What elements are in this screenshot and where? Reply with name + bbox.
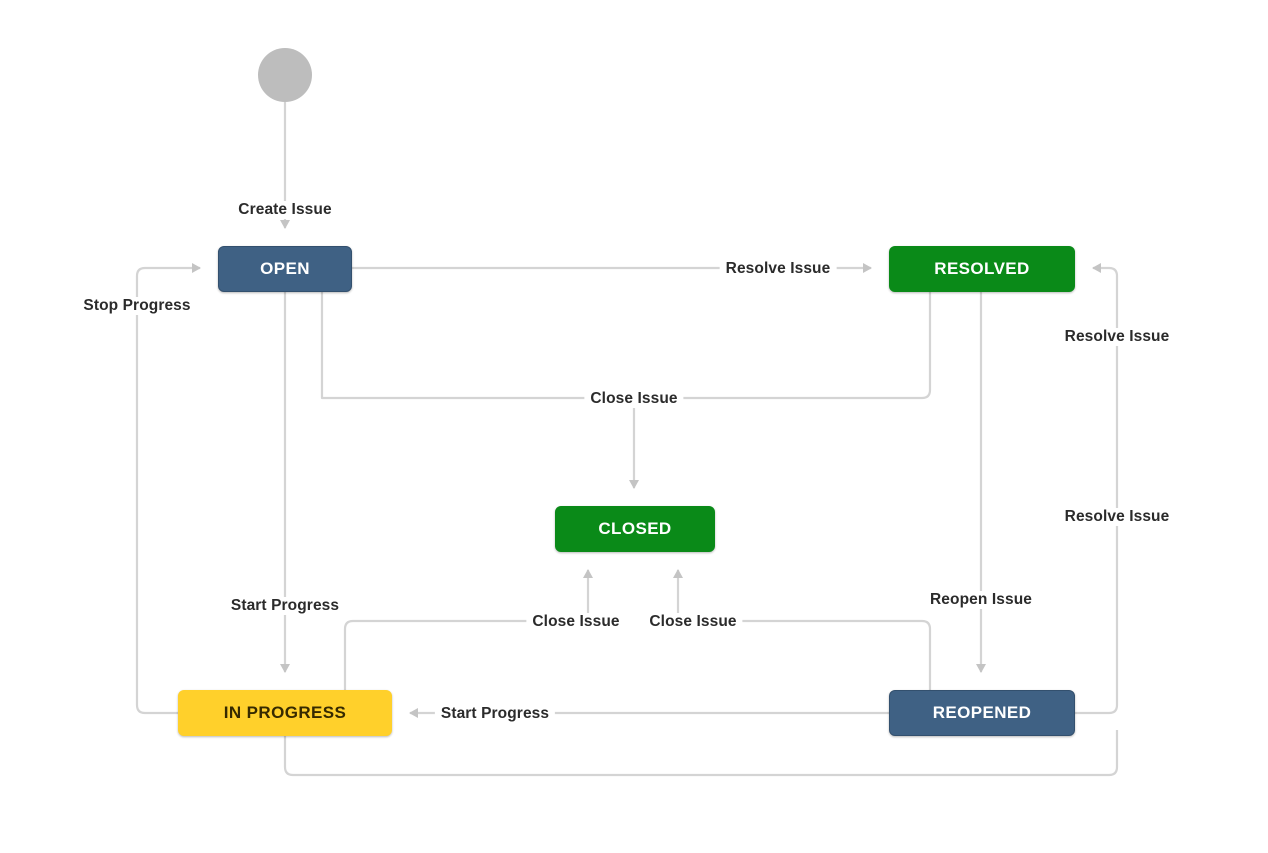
edge-label-reopen-issue: Reopen Issue: [924, 591, 1038, 609]
edge-resolve-issue-in-progress: [283, 730, 1119, 777]
node-resolved-label: RESOLVED: [934, 259, 1030, 278]
node-open-label: OPEN: [260, 259, 310, 278]
edge-label-start-progress-reopened: Start Progress: [434, 705, 556, 723]
edge-label-close-issue-resolved: Close Issue: [584, 390, 684, 408]
node-reopened[interactable]: REOPENED: [889, 690, 1075, 736]
edge-label-create-issue: Create Issue: [232, 201, 338, 219]
edge-close-issue-in-progress: [343, 619, 588, 690]
node-in-progress[interactable]: IN PROGRESS: [178, 690, 392, 736]
edge-label-resolve-issue-reopened: Resolve Issue: [1058, 328, 1176, 346]
start-node: [258, 48, 312, 102]
node-closed[interactable]: CLOSED: [555, 506, 715, 552]
edge-label-close-issue-reopened: Close Issue: [643, 613, 743, 631]
edge-label-close-issue-in-progress: Close Issue: [526, 613, 626, 631]
edge-close-issue-reopened: [678, 619, 932, 690]
node-resolved[interactable]: RESOLVED: [889, 246, 1075, 292]
edge-label-start-progress-open: Start Progress: [224, 597, 346, 615]
node-in-progress-label: IN PROGRESS: [223, 703, 347, 722]
node-closed-label: CLOSED: [598, 519, 672, 538]
node-open[interactable]: OPEN: [218, 246, 352, 292]
node-reopened-label: REOPENED: [932, 703, 1032, 722]
edge-label-resolve-issue-open: Resolve Issue: [719, 260, 837, 278]
edge-stop-progress: [135, 263, 201, 715]
edge-resolve-issue-reopened: [1075, 263, 1119, 715]
edge-label-resolve-issue-in-progress: Resolve Issue: [1058, 508, 1176, 526]
edge-close-issue-resolved: [320, 292, 932, 400]
edge-label-stop-progress: Stop Progress: [77, 297, 197, 315]
